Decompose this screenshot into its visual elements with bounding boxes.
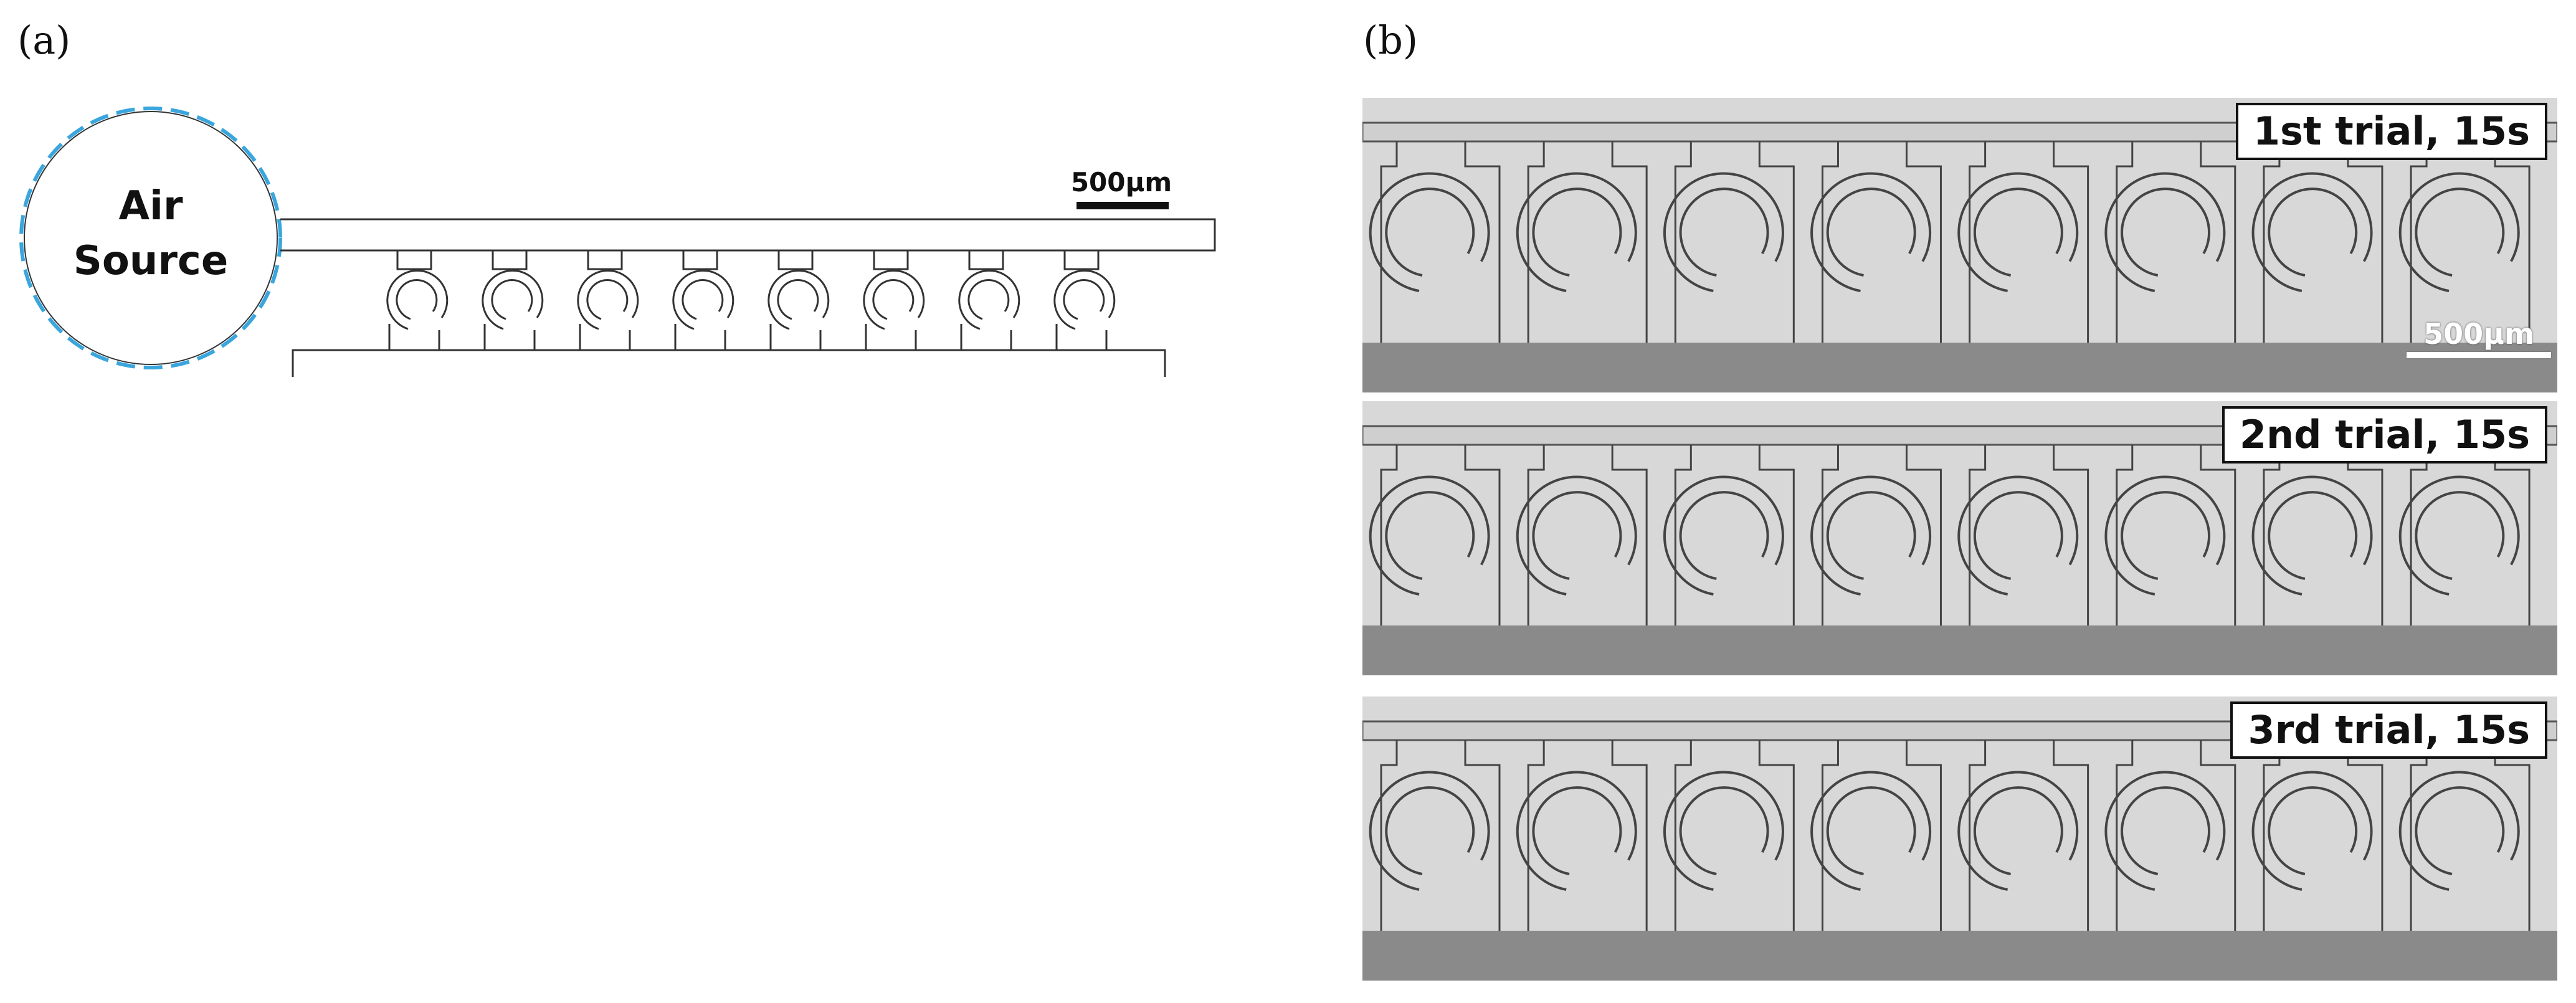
- photo-trap: [1516, 740, 1648, 931]
- schematic-trap: [672, 250, 734, 350]
- photo-trap: [2104, 141, 2236, 343]
- air-source-circle-inner: [24, 111, 278, 365]
- photo-outlet-band: [1362, 625, 2557, 675]
- schematic-trap: [768, 250, 830, 350]
- trial-photo-1: 1st trial, 15s 500μm: [1362, 98, 2557, 392]
- photo-trap: [1957, 740, 2089, 931]
- photo-trap: [1810, 445, 1942, 625]
- schematic-scale-label: 500μm: [1071, 167, 1172, 197]
- photo-trap: [1810, 740, 1942, 931]
- photo-trap: [1957, 445, 2089, 625]
- trap-array: [386, 250, 1116, 350]
- air-source-circle: [19, 107, 282, 369]
- photo-trap: [1516, 141, 1648, 343]
- outlet-channel: [292, 349, 1166, 377]
- panel-a-label: (a): [17, 17, 71, 63]
- photo-outlet-band: [1362, 343, 2557, 392]
- main-channel: [280, 218, 1216, 252]
- photo-trap: [1810, 141, 1942, 343]
- schematic-trap: [863, 250, 925, 350]
- schematic-trap: [386, 250, 449, 350]
- air-source-label-line1: Air: [118, 183, 183, 229]
- trial-photo-3: 3rd trial, 15s: [1362, 696, 2557, 981]
- trial-photo-3-image: [1362, 696, 2557, 981]
- photo-trap: [2104, 740, 2236, 931]
- photo-trap: [1957, 141, 2089, 343]
- schematic-scale-bar: [1077, 202, 1169, 209]
- microfluidic-schematic: Air Source 500μm: [19, 107, 1216, 377]
- photo-trap: [1369, 740, 1501, 931]
- schematic-trap: [577, 250, 639, 350]
- photo-trap: [1369, 445, 1501, 625]
- photo-scale-bar: [2407, 352, 2551, 358]
- photo-scale-label: 500μm: [2423, 317, 2534, 351]
- schematic-trap: [482, 250, 544, 350]
- trial-photo-2: 2nd trial, 15s: [1362, 401, 2557, 675]
- trial-label-1: 1st trial, 15s: [2235, 103, 2547, 161]
- trial-label-2: 2nd trial, 15s: [2222, 406, 2547, 464]
- photo-trap: [1516, 445, 1648, 625]
- photo-trap: [1663, 445, 1795, 625]
- trial-label-3: 3rd trial, 15s: [2230, 701, 2547, 759]
- photo-trap: [1369, 141, 1501, 343]
- panel-b-label: (b): [1363, 17, 1419, 63]
- photo-trap: [1663, 141, 1795, 343]
- photo-outlet-band: [1362, 931, 2557, 981]
- air-source-label-line2: Source: [74, 238, 229, 284]
- schematic-trap: [958, 250, 1020, 350]
- photo-scale: 500μm: [2407, 317, 2551, 358]
- schematic-trap: [1053, 250, 1116, 350]
- photo-trap: [2104, 445, 2236, 625]
- photo-trap: [1663, 740, 1795, 931]
